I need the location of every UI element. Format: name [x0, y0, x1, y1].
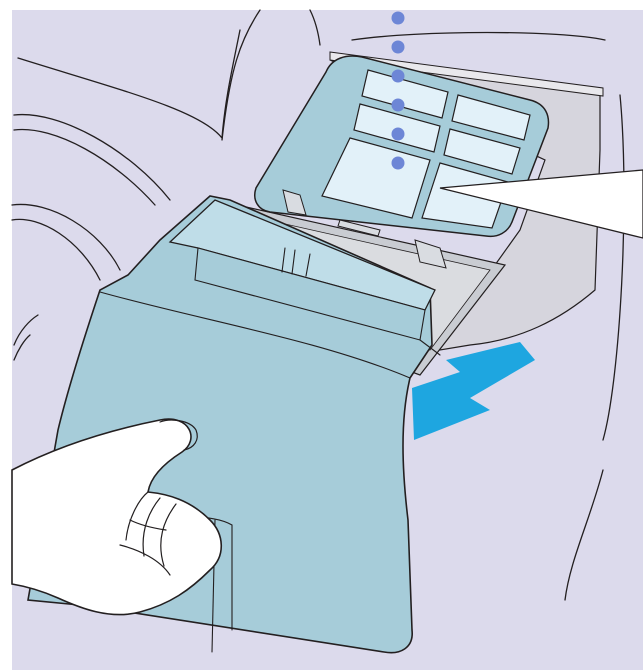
- guide-dot: [392, 99, 405, 112]
- guide-dot: [392, 41, 405, 54]
- guide-dot: [392, 128, 405, 141]
- left-white-strip: [0, 0, 12, 670]
- guide-dot: [392, 70, 405, 83]
- top-white-strip: [0, 0, 643, 10]
- guide-dot: [392, 12, 405, 25]
- guide-dot: [392, 157, 405, 170]
